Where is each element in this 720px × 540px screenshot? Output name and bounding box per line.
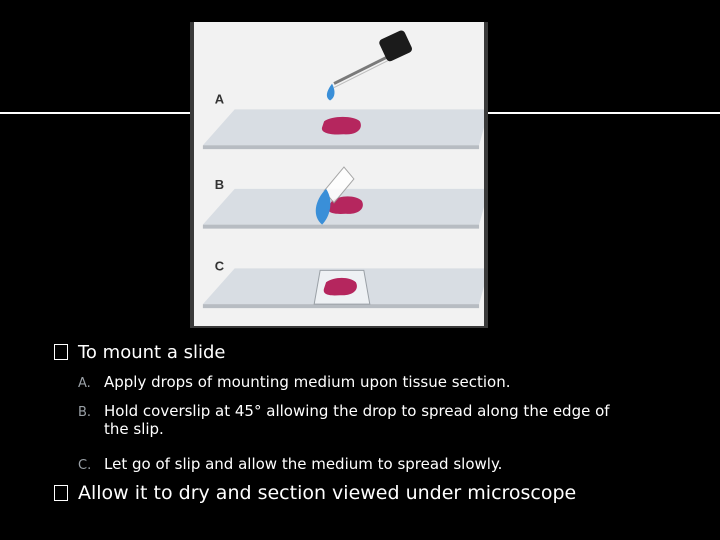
medium-drop-icon xyxy=(326,83,335,101)
list-item: A. Apply drops of mounting medium upon ti… xyxy=(78,373,511,391)
step-label-c: C xyxy=(215,258,224,273)
box-bullet-icon xyxy=(54,344,68,360)
list-item-text: Let go of slip and allow the medium to s… xyxy=(104,455,503,473)
tissue-section xyxy=(321,116,361,135)
bullet-mount-slide: To mount a slide xyxy=(54,342,225,363)
step-label-a: A xyxy=(215,91,224,106)
slide-c xyxy=(202,268,484,309)
medium-spread-icon xyxy=(315,188,331,225)
step-label-b: B xyxy=(215,177,224,192)
list-item: C. Let go of slip and allow the medium to… xyxy=(78,455,502,473)
coverslip xyxy=(323,166,355,204)
list-marker: A. xyxy=(78,376,91,391)
slide-mounting-figure: A B C xyxy=(190,22,488,328)
bullet-text: Allow it to dry and section viewed under… xyxy=(78,482,577,504)
slide-b xyxy=(202,166,484,229)
list-item-text: Hold coverslip at 45° allowing the drop … xyxy=(104,402,610,420)
dropper-icon xyxy=(333,30,412,89)
list-item-text-continued: the slip. xyxy=(104,420,164,438)
list-item: B. Hold coverslip at 45° allowing the dro… xyxy=(78,402,698,438)
slide-a xyxy=(202,109,484,150)
bullet-text: To mount a slide xyxy=(78,342,226,363)
box-bullet-icon xyxy=(54,485,68,501)
bullet-dry-and-view: Allow it to dry and section viewed under… xyxy=(54,482,576,504)
list-marker: C. xyxy=(78,458,92,473)
tissue-section xyxy=(323,277,357,296)
slide-mounting-illustration: A B C xyxy=(202,30,484,309)
tissue-section xyxy=(327,196,363,214)
list-item-text: Apply drops of mounting medium upon tiss… xyxy=(104,373,511,391)
list-marker: B. xyxy=(78,405,92,420)
